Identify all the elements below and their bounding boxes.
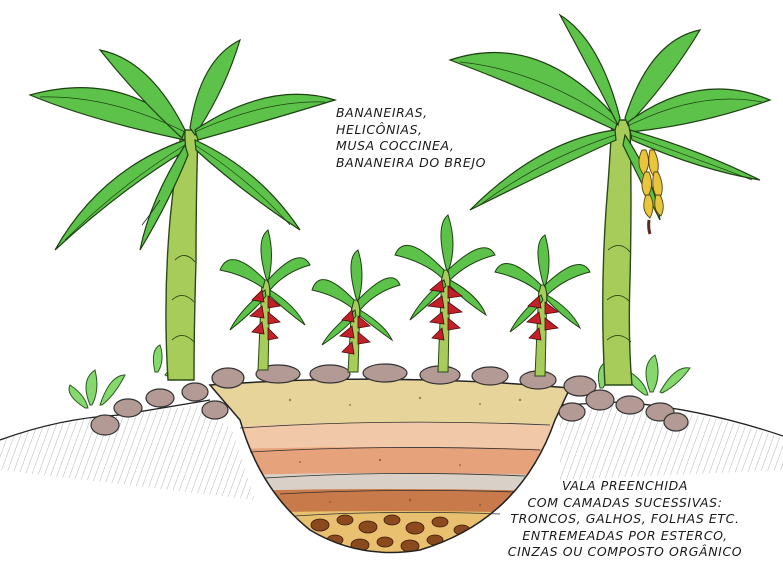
banana-bunch	[639, 150, 663, 218]
plants-label-line-3: MUSA COCCINEA,	[336, 138, 486, 155]
heliconia-3	[395, 215, 495, 372]
trench-label-line-3: TRONCOS, GALHOS, FOLHAS ETC.	[475, 511, 775, 528]
trench-label-line-1: VALA PREENCHIDA	[475, 478, 775, 495]
plants-label-line-1: BANANEIRAS,	[336, 105, 486, 122]
trench-label-line-2: COM CAMADAS SUCESSIVAS:	[475, 495, 775, 512]
heliconia-1	[220, 230, 310, 370]
trench-label: VALA PREENCHIDA COM CAMADAS SUCESSIVAS: …	[475, 478, 775, 561]
heliconia-2	[312, 250, 400, 372]
trench-label-line-4: ENTREMEADAS POR ESTERCO,	[475, 528, 775, 545]
plants-label: BANANEIRAS, HELICÔNIAS, MUSA COCCINEA, B…	[336, 105, 486, 171]
banana-tree-right	[450, 15, 770, 385]
trench-label-line-5: CINZAS OU COMPOSTO ORGÂNICO	[475, 544, 775, 561]
plants-label-line-4: BANANEIRA DO BREJO	[336, 155, 486, 172]
plants-label-line-2: HELICÔNIAS,	[336, 122, 486, 139]
banana-tree-left	[30, 40, 335, 380]
heliconia-4	[495, 235, 590, 376]
